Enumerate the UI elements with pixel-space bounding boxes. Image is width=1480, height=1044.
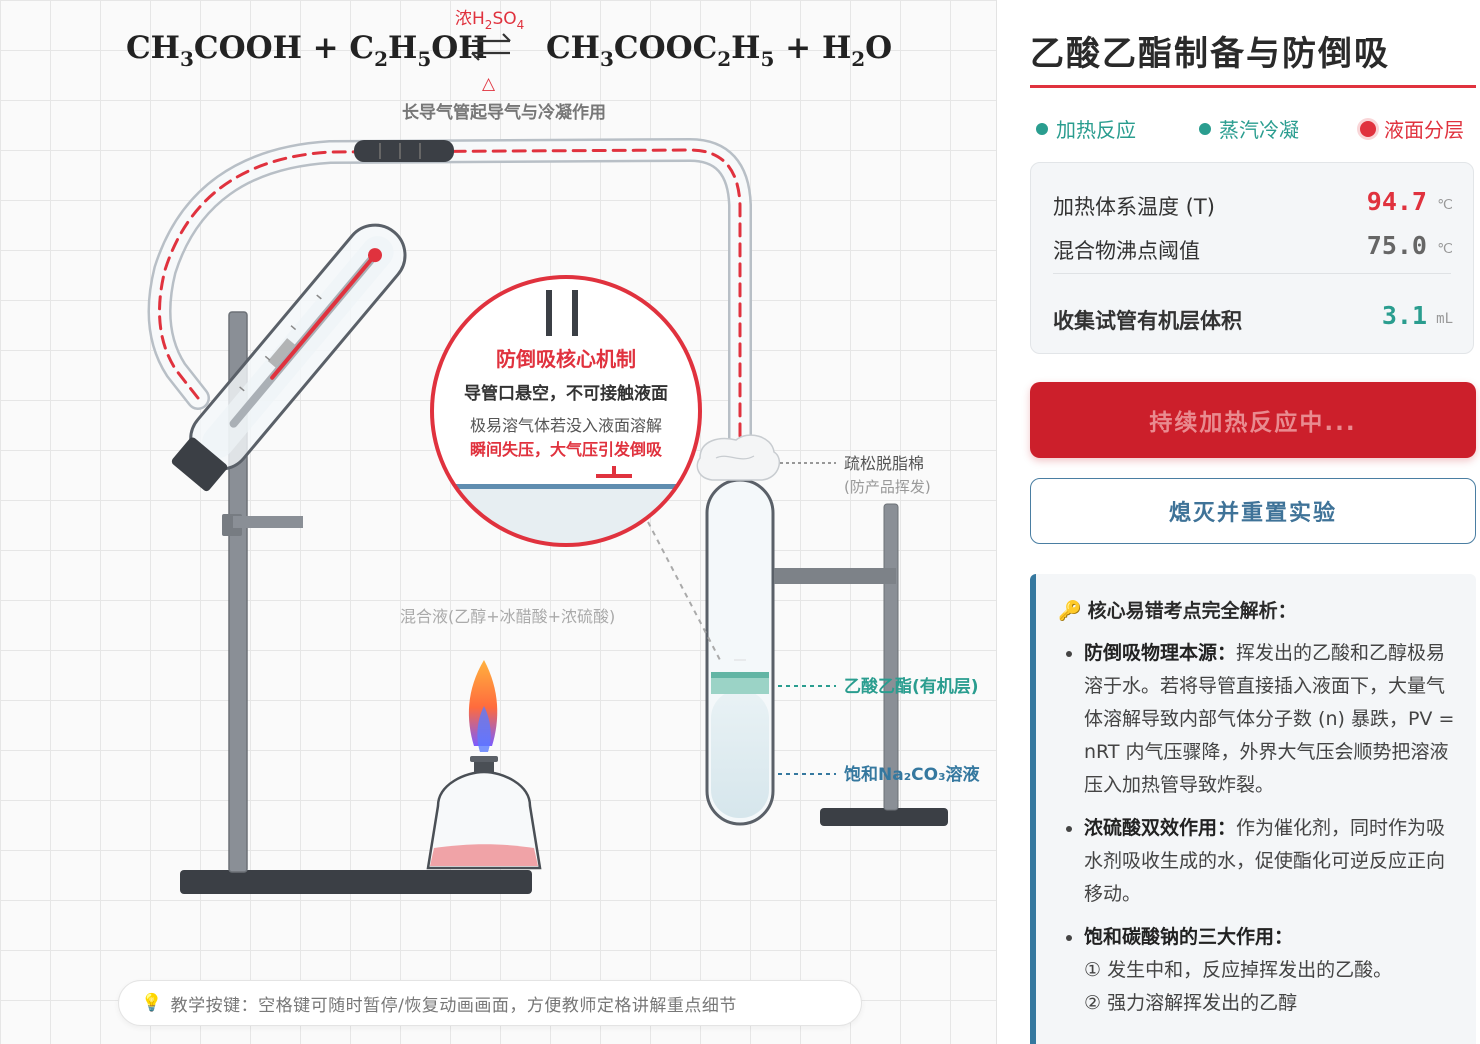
status-dot-icon	[1199, 122, 1211, 135]
control-panel: 乙酸乙酯制备与防倒吸 加热反应 蒸汽冷凝 液面分层 加热体系温度 (T) 94.…	[1000, 0, 1480, 1044]
reaction-test-tube	[171, 223, 407, 492]
iron-stand-right	[774, 503, 948, 826]
experiment-stage: CH3COOH + C2H5OH 浓H2SO4 △ CH3COOC2H5 + H…	[0, 0, 997, 1044]
list-item: 饱和碳酸钠的三大作用： ① 发生中和，反应掉挥发出的乙酸。 ② 强力溶解挥发出的…	[1084, 921, 1458, 1020]
organic-volume-readout: 收集试管有机层体积 3.1 mL	[1053, 301, 1453, 333]
lightbulb-icon: 💡	[141, 993, 163, 1013]
analysis-title: 🔑核心易错考点完全解析：	[1058, 600, 1297, 622]
reaction-equation: CH3COOH + C2H5OH 浓H2SO4 △ CH3COOC2H5 + H…	[126, 9, 892, 94]
tip-text: 教学按键：空格键可随时暂停/恢复动画画面，方便教师定格讲解重点细节	[170, 995, 737, 1016]
stopper	[171, 437, 228, 492]
catalyst-label: 浓H2SO4	[455, 9, 524, 32]
heat-condition-label: △	[482, 74, 496, 94]
svg-text:CH3COOC2H5 + H2O: CH3COOC2H5 + H2O	[546, 30, 892, 71]
callout-title: 防倒吸核心机制	[496, 347, 636, 371]
anti-suckback-callout: 防倒吸核心机制 导管口悬空，不可接触液面 极易溶气体若没入液面溶解 瞬间失压，大…	[430, 275, 702, 547]
solution-label: 饱和Na₂CO₃溶液	[844, 764, 980, 785]
analysis-list: 防倒吸物理本源：挥发出的乙酸和乙醇极易溶于水。若将导管直接插入液面下，大量气体溶…	[1058, 637, 1458, 1020]
reset-button[interactable]: 熄灭并重置实验	[1030, 478, 1476, 544]
cotton-label: 疏松脱脂棉	[844, 454, 924, 473]
cotton-wool	[696, 434, 781, 481]
status-condensing: 蒸汽冷凝	[1199, 114, 1299, 143]
heating-button[interactable]: 持续加热反应中...	[1030, 382, 1476, 458]
status-dot-icon	[1036, 122, 1048, 135]
readout-card: 加热体系温度 (T) 94.7 ℃ 混合物沸点阈值 75.0 ℃ 收集试管有机层…	[1030, 162, 1474, 354]
ester-layer-label: 乙酸乙酯(有机层)	[844, 676, 979, 697]
key-icon: 🔑	[1058, 600, 1082, 622]
status-indicators: 加热反应 蒸汽冷凝 液面分层	[1036, 114, 1476, 144]
collection-test-tube	[696, 434, 781, 826]
status-layering: 液面分层	[1360, 114, 1464, 143]
readout-divider	[1053, 273, 1451, 274]
cotton-note: (防产品挥发)	[844, 478, 931, 496]
reversible-arrow-icon	[471, 33, 511, 61]
svg-text:CH3COOH + C2H5OH: CH3COOH + C2H5OH	[126, 30, 488, 71]
teaching-tip: 💡 教学按键：空格键可随时暂停/恢复动画画面，方便教师定格讲解重点细节	[118, 980, 862, 1026]
status-dot-active-icon	[1360, 120, 1376, 137]
callout-line1: 导管口悬空，不可接触液面	[464, 383, 668, 404]
alcohol-lamp	[426, 660, 542, 870]
mixture-label: 混合液(乙醇+冰醋酸+浓硫酸)	[400, 607, 615, 626]
panel-title: 乙酸乙酯制备与防倒吸	[1030, 26, 1476, 88]
delivery-tube	[147, 138, 752, 664]
callout-line2: 极易溶气体若没入液面溶解	[470, 416, 662, 435]
callout-line3: 瞬间失压，大气压引发倒吸	[470, 440, 663, 459]
rubber-connector	[354, 140, 454, 162]
apparatus-diagram: CH3COOH + C2H5OH 浓H2SO4 △ CH3COOC2H5 + H…	[126, 9, 980, 894]
status-heating: 加热反应	[1036, 114, 1136, 143]
temperature-readout: 加热体系温度 (T) 94.7 ℃	[1053, 187, 1453, 219]
long-tube-label: 长导气管起导气与冷凝作用	[402, 102, 606, 123]
list-item: 防倒吸物理本源：挥发出的乙酸和乙醇极易溶于水。若将导管直接插入液面下，大量气体溶…	[1084, 637, 1458, 802]
sodium-carbonate-solution	[711, 690, 769, 818]
analysis-card: 🔑核心易错考点完全解析： 防倒吸物理本源：挥发出的乙酸和乙醇极易溶于水。若将导管…	[1030, 574, 1476, 1044]
list-item: 浓硫酸双效作用：作为催化剂，同时作为吸水剂吸收生成的水，促使酯化可逆反应正向移动…	[1084, 812, 1458, 911]
boiling-threshold-readout: 混合物沸点阈值 75.0 ℃	[1053, 231, 1453, 263]
flame-icon	[468, 660, 498, 746]
